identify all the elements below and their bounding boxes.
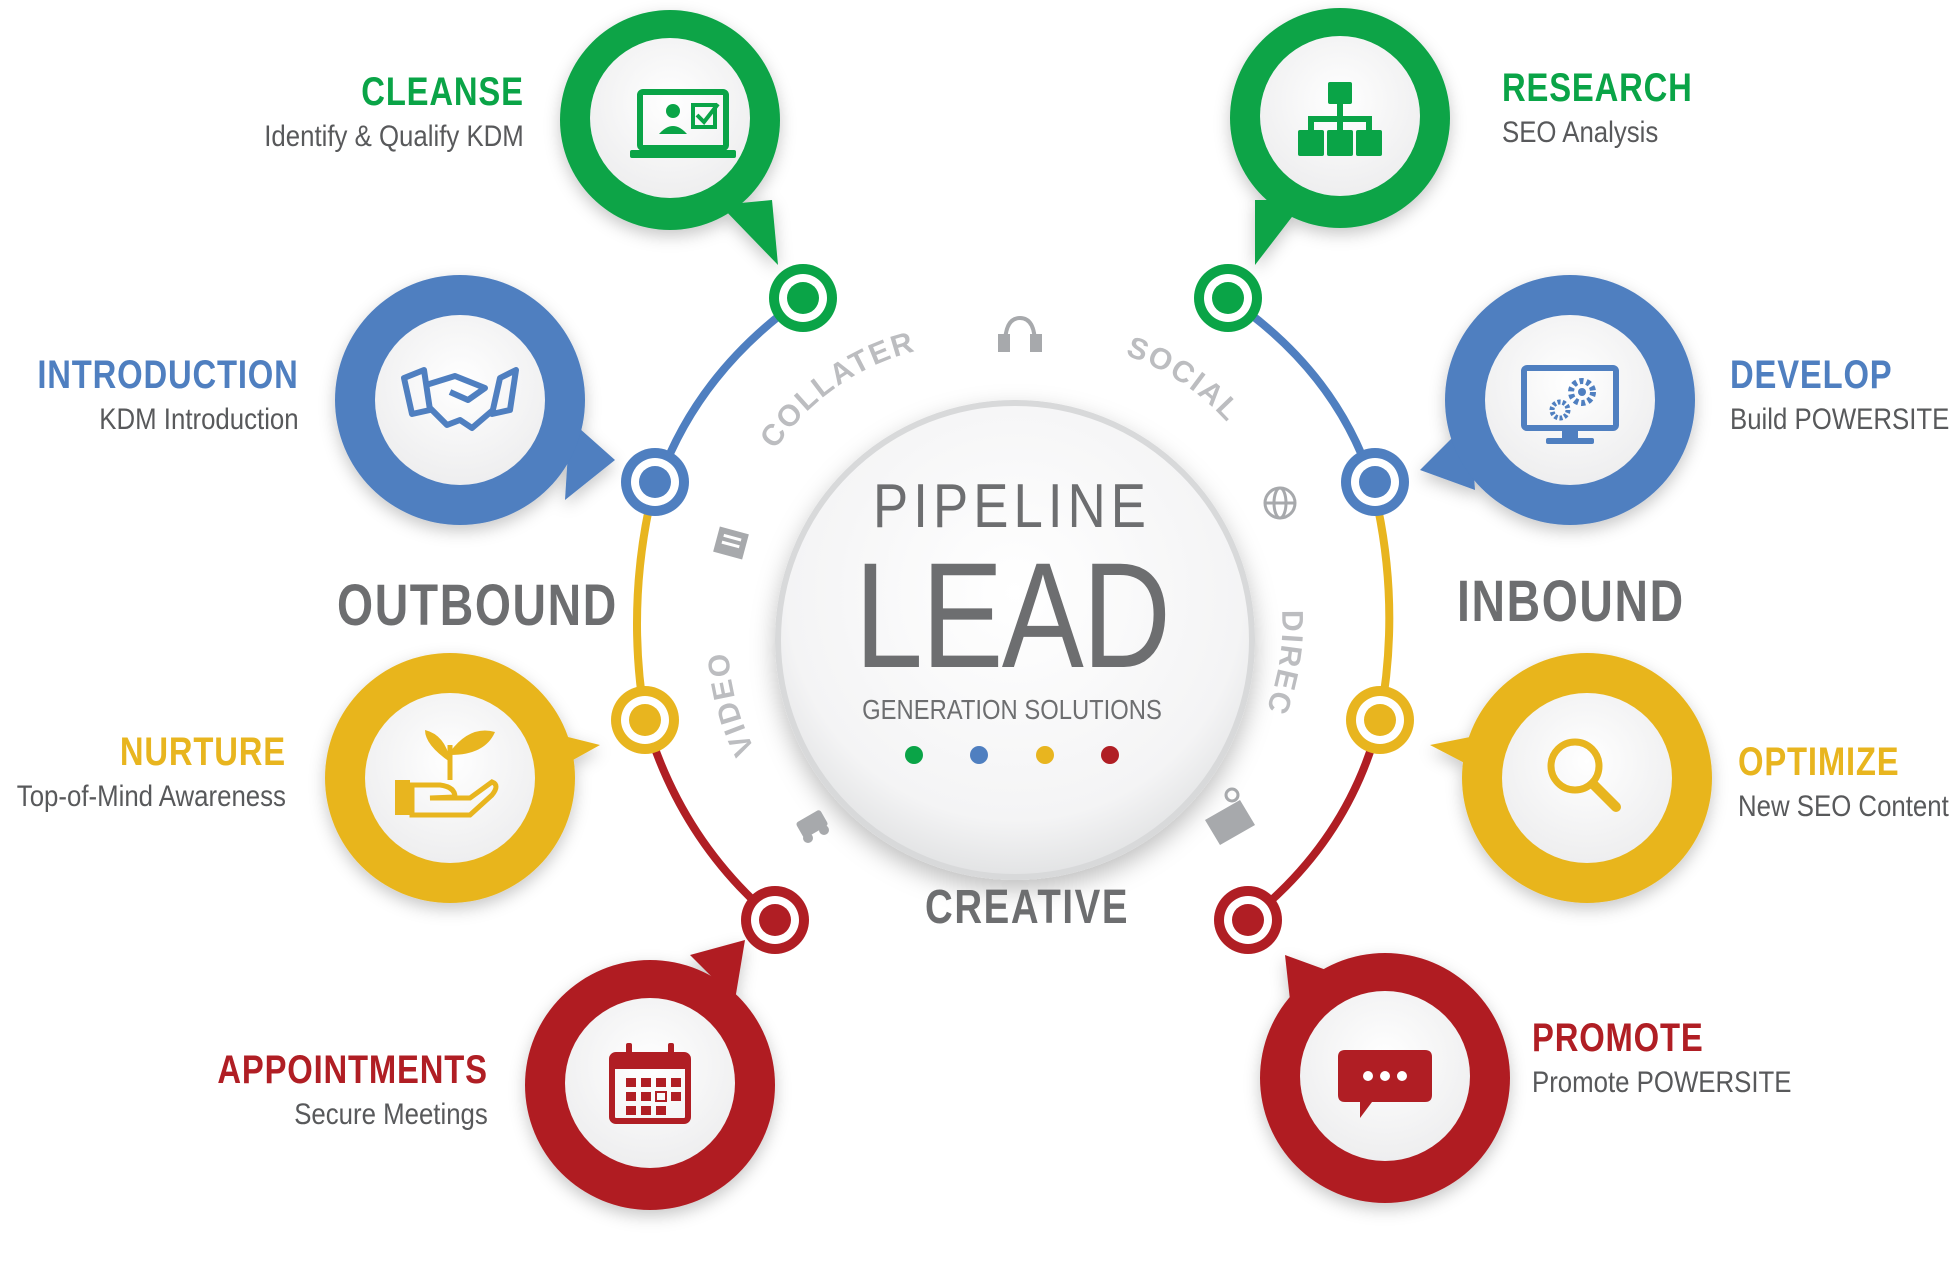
step-introduction: INTRODUCTION KDM Introduction (0, 355, 299, 435)
bubble-optimize (1430, 653, 1712, 903)
right-arc-green-blue (1224, 294, 1376, 486)
side-label-inbound: INBOUND (1457, 569, 1685, 634)
step-introduction-subtitle: KDM Introduction (99, 403, 299, 436)
bubble-cleanse (560, 10, 780, 265)
calendar-icon (609, 1043, 691, 1124)
step-research-subtitle: SEO Analysis (1502, 116, 1659, 149)
chat-bubble-icon (1338, 1050, 1432, 1118)
center-line-pipeline: PIPELINE (872, 472, 1152, 541)
step-promote-title: PROMOTE (1532, 1016, 1704, 1060)
node-ring-develop (1341, 448, 1409, 516)
right-arc-yellow-red (1244, 714, 1384, 924)
node-ring-appointments (741, 886, 809, 954)
video-camera-icon (796, 810, 829, 843)
center-line-generation: GENERATION SOLUTIONS (862, 694, 1162, 725)
step-nurture-subtitle: Top-of-Mind Awareness (16, 780, 286, 813)
node-ring-introduction (621, 448, 689, 516)
magnifier-icon (1547, 738, 1621, 812)
headset-icon (998, 315, 1042, 352)
envelope-icon (1205, 787, 1255, 845)
bubble-develop (1420, 275, 1695, 525)
step-cleanse: CLEANSE Identify & Qualify KDM (222, 72, 524, 152)
step-appointments-subtitle: Secure Meetings (294, 1098, 488, 1131)
org-chart-icon (1298, 82, 1382, 156)
node-ring-research (1194, 264, 1262, 332)
step-research: RESEARCH SEO Analysis (1502, 68, 1734, 148)
bubble-introduction (335, 275, 615, 525)
step-develop-subtitle: Build POWERSITE (1730, 403, 1950, 436)
handshake-icon (401, 367, 519, 431)
step-research-title: RESEARCH (1502, 66, 1693, 110)
bubble-nurture (325, 653, 600, 903)
right-arc-blue-yellow (1368, 478, 1394, 722)
step-promote: PROMOTE Promote POWERSITE (1532, 1018, 1834, 1098)
step-develop-title: DEVELOP (1730, 353, 1893, 397)
bubble-appointments (525, 940, 775, 1210)
node-ring-optimize (1346, 686, 1414, 754)
node-ring-promote (1214, 886, 1282, 954)
laptop-user-check-icon (630, 89, 736, 158)
center-color-dots (905, 746, 1119, 764)
step-optimize-title: OPTIMIZE (1738, 740, 1900, 784)
center-title: PIPELINE LEAD GENERATION SOLUTIONS (812, 476, 1212, 724)
step-develop: DEVELOP Build POWERSITE (1730, 355, 1954, 435)
center-line-lead: LEAD (854, 531, 1171, 699)
center-hub (775, 400, 1255, 880)
step-cleanse-title: CLEANSE (361, 70, 524, 114)
step-appointments: APPOINTMENTS Secure Meetings (158, 1050, 488, 1130)
node-ring-cleanse (769, 264, 837, 332)
step-nurture: NURTURE Top-of-Mind Awareness (0, 732, 286, 812)
step-cleanse-subtitle: Identify & Qualify KDM (264, 120, 524, 153)
side-label-creative: CREATIVE (925, 881, 1130, 934)
channel-label-social: SOCIAL (1123, 331, 1248, 429)
node-ring-nurture (611, 686, 679, 754)
hand-plant-icon (395, 730, 499, 818)
step-introduction-title: INTRODUCTION (37, 353, 299, 397)
step-optimize-subtitle: New SEO Content (1738, 790, 1949, 823)
brochure-icon (713, 526, 749, 560)
channel-label-video: VIDEO (702, 650, 761, 761)
left-arc-blue-yellow (633, 478, 659, 722)
step-appointments-title: APPOINTMENTS (217, 1048, 488, 1092)
step-promote-subtitle: Promote POWERSITE (1532, 1066, 1792, 1099)
step-optimize: OPTIMIZE New SEO Content (1738, 742, 1954, 822)
side-label-outbound: OUTBOUND (337, 573, 618, 638)
monitor-gears-icon (1521, 365, 1619, 444)
step-nurture-title: NURTURE (119, 730, 286, 774)
globe-icon (1263, 486, 1297, 520)
